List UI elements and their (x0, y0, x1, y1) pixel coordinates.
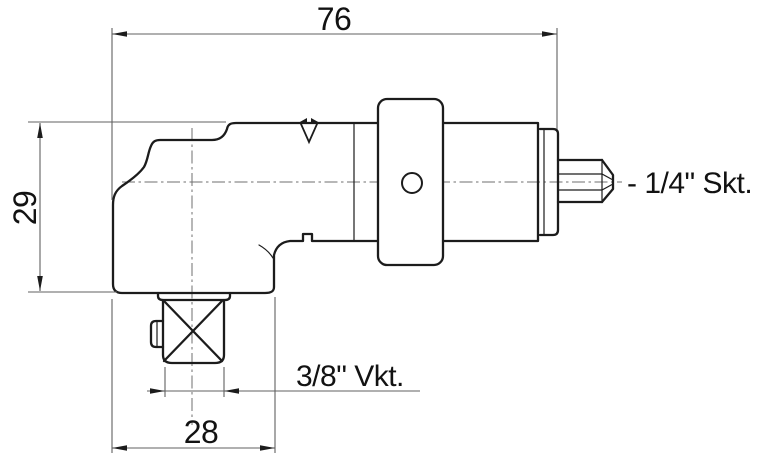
label-hex-output: - 1/4" Skt. (627, 167, 752, 200)
arrowhead-left (112, 31, 127, 37)
drive-flange (156, 291, 232, 302)
arrowhead-right (224, 388, 239, 394)
drive-square (161, 298, 226, 365)
dimension-overall-length: 76 (111, 1, 558, 200)
head-outline (111, 121, 380, 295)
detent-button (149, 319, 165, 349)
fillet-edge (258, 244, 274, 259)
arrowhead-right (260, 445, 275, 451)
arrowhead-bottom (37, 276, 43, 291)
dimension-head-length: 28 (111, 297, 276, 453)
end-band (538, 127, 560, 237)
surface-finish-tick-right (311, 118, 320, 123)
dim-value-overall-length: 76 (317, 1, 352, 37)
dim-value-height: 29 (7, 191, 43, 226)
square-drive (149, 291, 232, 365)
arrowhead-top (37, 123, 43, 138)
hex-shaft-tip (600, 158, 615, 204)
arrowhead-left (150, 388, 165, 394)
part-outline (111, 97, 615, 365)
hex-flat-upper (557, 173, 614, 181)
dimension-height: 29 (7, 121, 226, 293)
hex-shaft (556, 158, 615, 204)
cross-hole (401, 172, 423, 194)
cylinder-outline (441, 121, 540, 243)
drive-diagonal-2 (162, 299, 224, 363)
hex-flat-lower (557, 183, 614, 191)
surface-finish-symbol (298, 118, 320, 145)
surface-finish-v (300, 123, 318, 145)
arrowhead-right (542, 31, 557, 37)
dim-value-head-length: 28 (184, 414, 219, 450)
label-square-drive: 3/8" Vkt. (296, 360, 404, 393)
dimension-square-drive: 3/8" Vkt. (147, 360, 420, 397)
surface-finish-tick-left (298, 118, 307, 123)
arrowhead-left (112, 445, 127, 451)
